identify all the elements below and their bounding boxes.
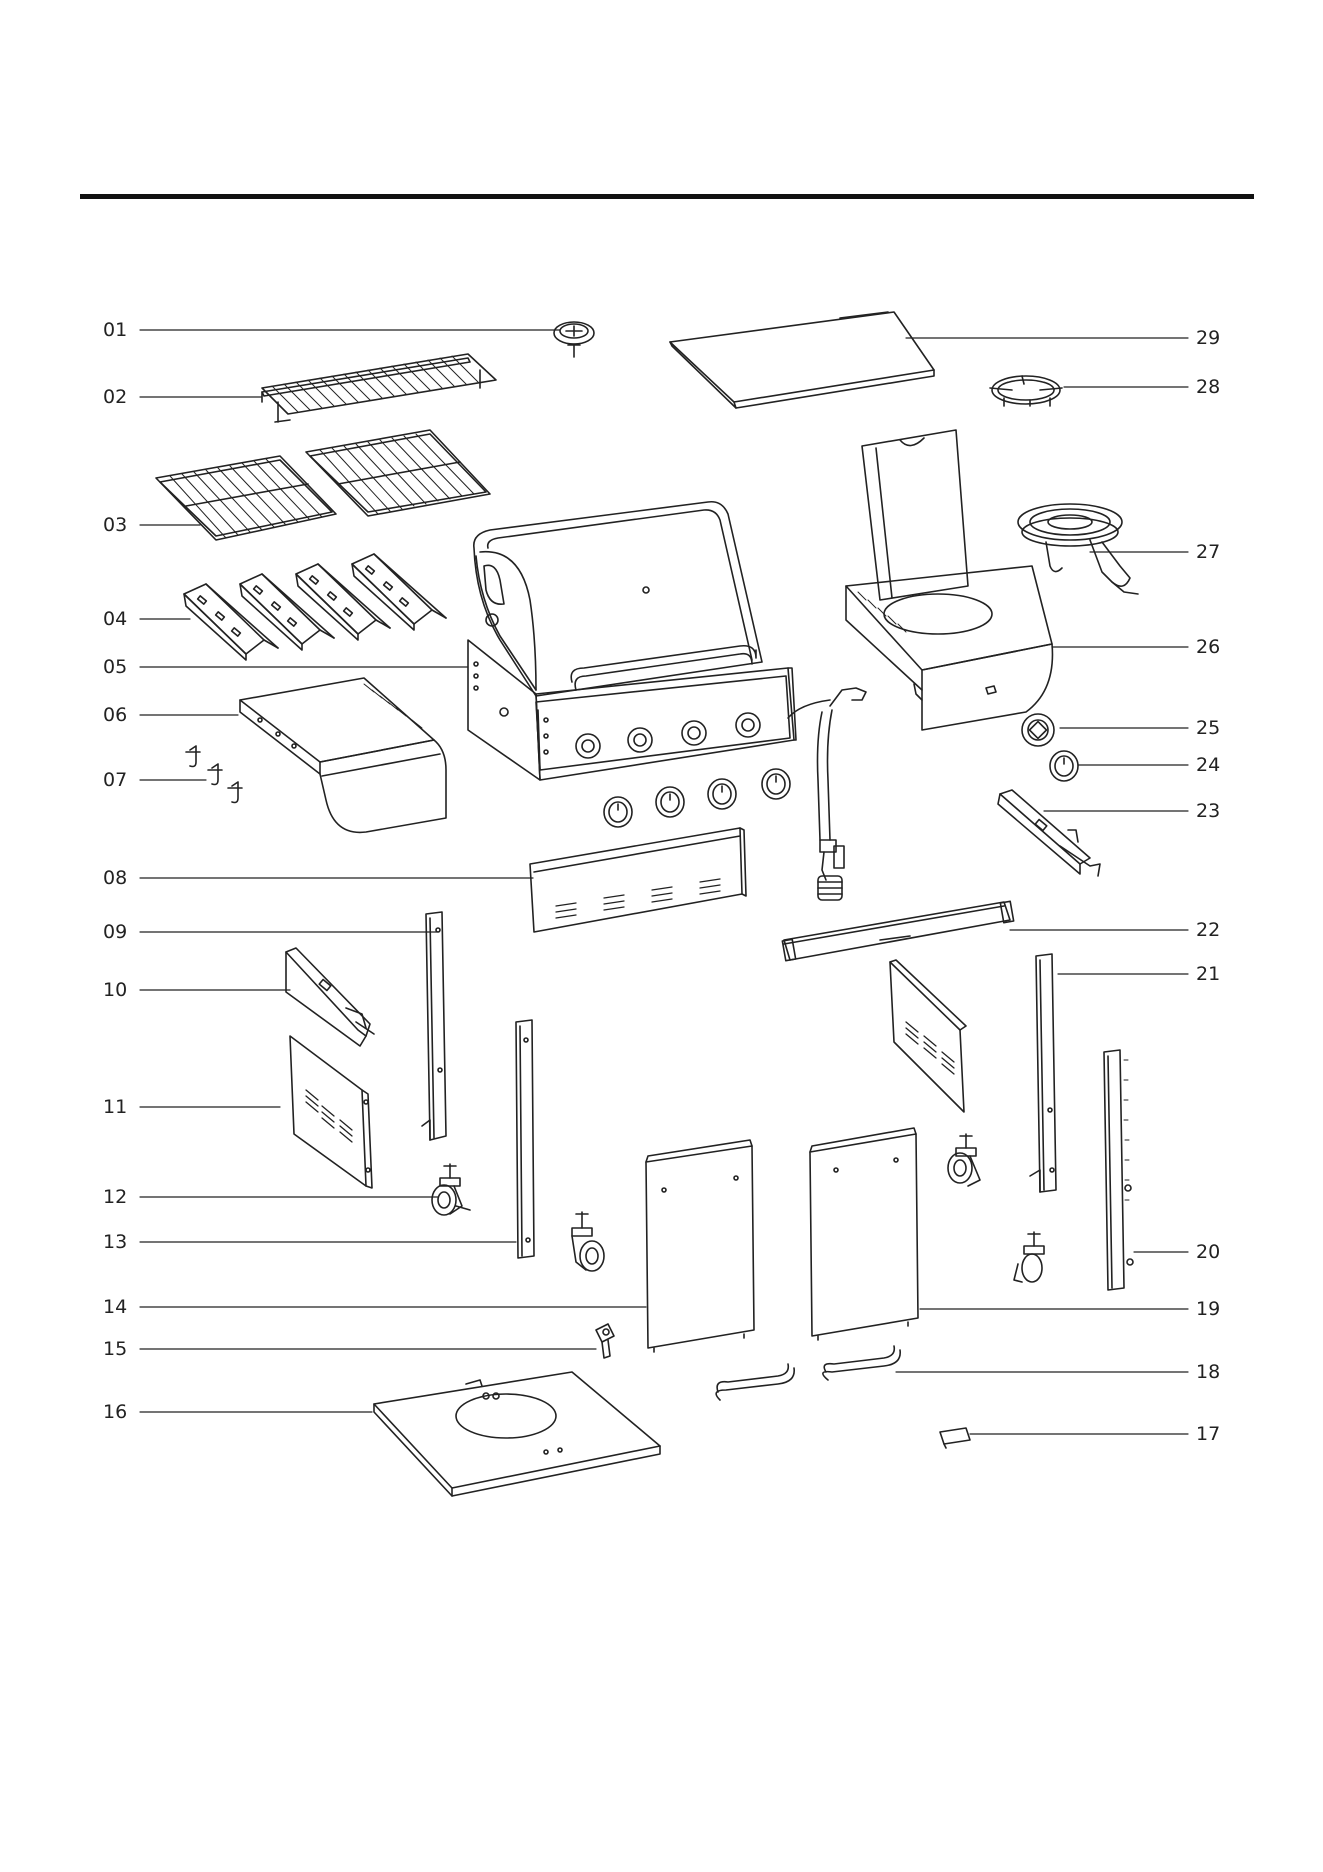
label-29: 29: [1196, 325, 1240, 351]
part-13-leg: [516, 1020, 534, 1258]
part-19-door: [810, 1128, 918, 1340]
part-17-clip: [940, 1428, 970, 1448]
label-18: 18: [1196, 1359, 1240, 1385]
label-22: 22: [1196, 917, 1240, 943]
part-20-rear-leg: [1104, 1050, 1133, 1290]
label-07: 07: [103, 767, 147, 793]
part-09-leg: [422, 912, 446, 1140]
label-17: 17: [1196, 1421, 1240, 1447]
label-06: 06: [103, 702, 147, 728]
caster-20: [1014, 1232, 1044, 1282]
part-08-front-panel: [530, 828, 746, 932]
part-05-grill-body: [468, 502, 796, 780]
gas-hose-regulator: [788, 688, 866, 900]
part-23-bracket: [998, 790, 1100, 876]
caster-21: [948, 1134, 980, 1186]
part-14-door: [646, 1140, 754, 1352]
control-knobs: [604, 769, 790, 827]
label-16: 16: [103, 1399, 147, 1425]
part-25-bezel: [1022, 714, 1054, 746]
part-21-leg: [1030, 954, 1056, 1192]
part-11-side-panel: [290, 1036, 372, 1188]
label-08: 08: [103, 865, 147, 891]
header-rule: [80, 194, 1254, 199]
part-02-warming-rack: [262, 354, 496, 422]
label-20: 20: [1196, 1239, 1240, 1265]
leader-lines: [140, 330, 1188, 1434]
part-10-bracket: [286, 948, 374, 1046]
label-27: 27: [1196, 539, 1240, 565]
label-21: 21: [1196, 961, 1240, 987]
part-04-flame-tamers: [184, 554, 446, 660]
label-14: 14: [103, 1294, 147, 1320]
caster-13: [572, 1212, 604, 1271]
side-panel-right: [890, 960, 966, 1112]
label-09: 09: [103, 919, 147, 945]
label-23: 23: [1196, 798, 1240, 824]
label-15: 15: [103, 1336, 147, 1362]
label-04: 04: [103, 606, 147, 632]
label-28: 28: [1196, 374, 1240, 400]
part-24-knob: [1050, 751, 1078, 781]
label-13: 13: [103, 1229, 147, 1255]
part-03-cooking-grates: [156, 430, 490, 540]
part-28-burner-grate: [990, 376, 1062, 406]
part-26-side-burner: [846, 430, 1052, 730]
part-22-crossbar: [782, 901, 1013, 960]
label-02: 02: [103, 384, 147, 410]
part-12-caster: [432, 1164, 470, 1215]
part-07-hooks: [186, 746, 242, 803]
label-10: 10: [103, 977, 147, 1003]
label-25: 25: [1196, 715, 1240, 741]
part-15-latch: [596, 1324, 614, 1358]
label-11: 11: [103, 1094, 147, 1120]
part-06-side-shelf: [240, 678, 446, 832]
part-29-cover-plate: [670, 312, 934, 408]
label-03: 03: [103, 512, 147, 538]
part-16-bottom-tray: [374, 1372, 660, 1496]
label-19: 19: [1196, 1296, 1240, 1322]
label-26: 26: [1196, 634, 1240, 660]
label-01: 01: [103, 317, 147, 343]
part-18-handles: [716, 1346, 900, 1400]
label-05: 05: [103, 654, 147, 680]
label-12: 12: [103, 1184, 147, 1210]
part-01-thermometer: [554, 322, 594, 357]
label-24: 24: [1196, 752, 1240, 778]
